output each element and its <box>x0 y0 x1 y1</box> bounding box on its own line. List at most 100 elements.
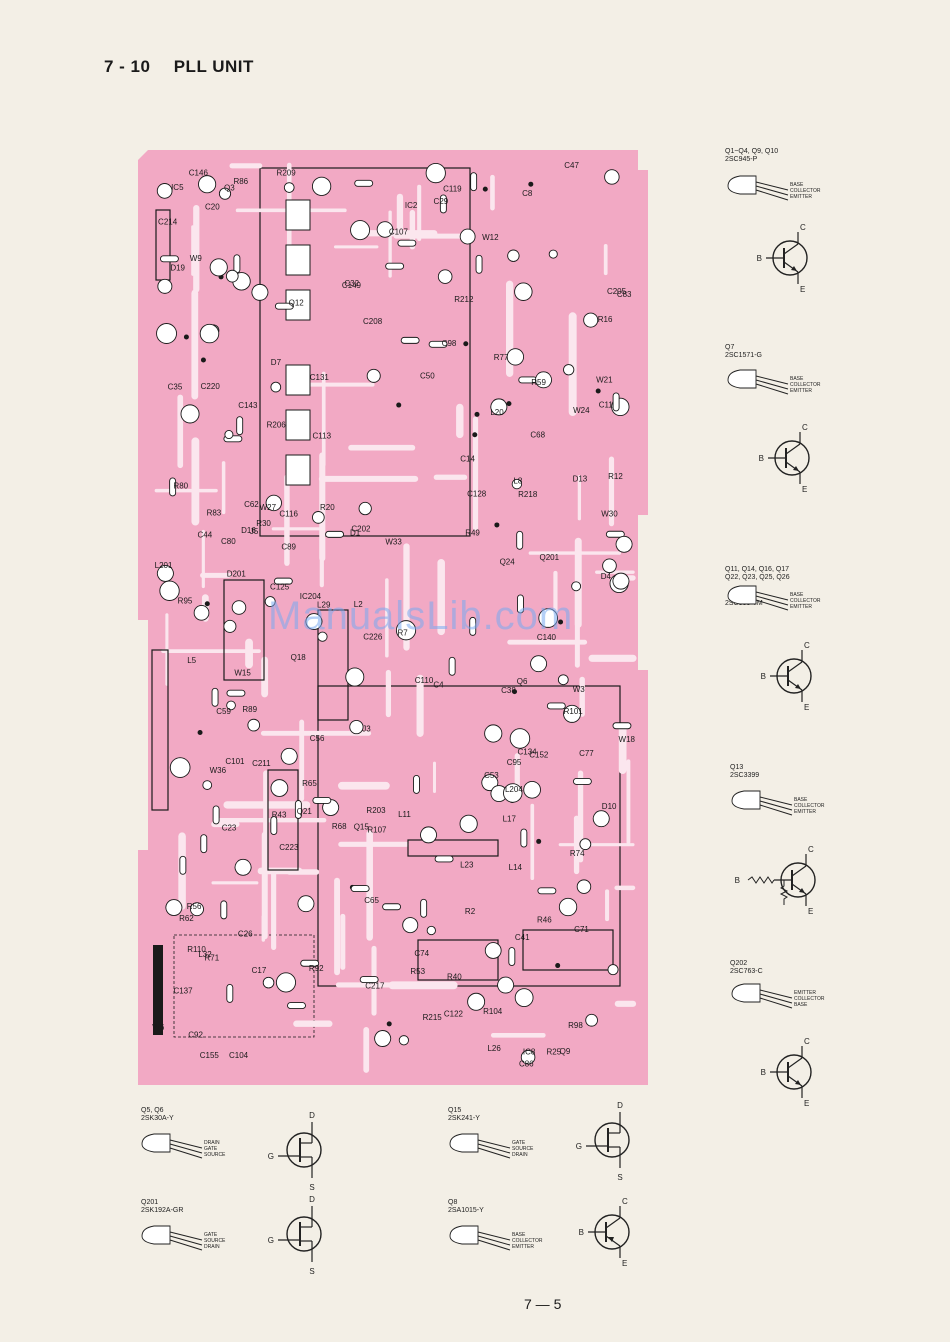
package-body <box>727 175 757 195</box>
component-label: C95 <box>507 758 522 767</box>
capacitor <box>459 814 478 833</box>
component-label: C220 <box>201 382 221 391</box>
component-label: W27 <box>260 503 277 512</box>
component-label: C26 <box>238 930 253 939</box>
package-lead <box>755 383 789 395</box>
solder-pad <box>463 341 469 347</box>
collector-line <box>791 865 807 877</box>
pin-label: DRAIN <box>204 1140 220 1146</box>
emitter-line <box>785 461 801 473</box>
resistor <box>612 722 632 730</box>
resistor <box>385 262 405 270</box>
component-label: Q201 <box>539 553 559 562</box>
component-label: R53 <box>410 967 425 976</box>
pin-label-b: B <box>761 672 766 681</box>
component-label: R2 <box>465 907 476 916</box>
package-lead <box>759 804 793 816</box>
resistor <box>508 947 516 967</box>
bias-resistor <box>779 880 789 905</box>
component-label: R101 <box>564 707 584 716</box>
arrow-icon <box>793 466 799 471</box>
resistor <box>475 254 483 274</box>
capacitor <box>484 724 503 743</box>
component-label: C74 <box>414 949 429 958</box>
capacitor <box>548 249 558 259</box>
capacitor <box>156 183 173 199</box>
pin-label-b: B <box>761 1068 766 1077</box>
component-label: Q3 <box>224 184 235 193</box>
solder-pad <box>555 963 561 969</box>
resistor <box>312 796 332 804</box>
capacitor <box>226 700 236 711</box>
resistor <box>233 254 241 274</box>
component-label: C41 <box>515 933 530 942</box>
pin-label: DRAIN <box>204 1244 220 1250</box>
component-label: R86 <box>233 177 248 186</box>
component-label: L201 <box>155 561 173 570</box>
component-label: C146 <box>189 168 209 177</box>
capacitor <box>209 258 228 277</box>
pin-label: BASE <box>790 376 804 382</box>
capacitor <box>199 323 220 344</box>
capacitor <box>157 278 173 294</box>
package-type: 2SC945-P <box>725 156 758 163</box>
pin-label-s: S <box>309 1183 314 1192</box>
capacitor <box>507 249 520 262</box>
resistor <box>359 976 379 984</box>
pin-label-c: C <box>622 1197 628 1206</box>
capacitor <box>159 580 180 601</box>
package-type: 2SK241-Y <box>448 1115 480 1122</box>
component-label: C113 <box>312 431 331 440</box>
transistor <box>490 785 508 803</box>
capacitor <box>264 596 276 608</box>
package-body <box>141 1225 171 1245</box>
component-label: R206 <box>267 421 287 430</box>
pin-label: EMITTER <box>790 388 812 394</box>
transistor <box>165 899 183 916</box>
component-label: C134 <box>517 747 537 756</box>
package-refs: Q11, Q14, Q16, Q17 Q22, Q23, Q25, Q26 <box>725 566 790 581</box>
solder-pad <box>386 1021 392 1027</box>
capacitor <box>484 942 502 959</box>
solder-pad <box>482 186 488 192</box>
package-body <box>727 369 757 389</box>
package-lead <box>477 1147 511 1159</box>
component-label: IC204 <box>300 592 322 601</box>
pin-label-c: C <box>800 223 806 232</box>
transistor <box>234 858 252 876</box>
resistor <box>612 392 620 412</box>
component-label: C80 <box>221 537 236 546</box>
component-label: C131 <box>310 373 330 382</box>
ic-package <box>223 579 265 681</box>
pin-label: COLLECTOR <box>790 382 821 388</box>
resistor <box>516 530 524 550</box>
section-title: PLL UNIT <box>173 57 254 76</box>
transistor <box>297 895 315 913</box>
package-body <box>449 1225 479 1245</box>
package-refs: Q15 <box>448 1107 462 1114</box>
component-label: C35 <box>168 382 183 391</box>
component-label: IC2 <box>405 201 418 210</box>
capacitor <box>349 719 364 735</box>
capacitor <box>459 228 476 245</box>
resistor <box>226 689 246 697</box>
package-refs: Q7 <box>725 344 735 351</box>
component-label: D10 <box>602 802 617 811</box>
component-label: C86 <box>519 1059 534 1068</box>
component-label: W9 <box>190 254 203 263</box>
component-label: D201 <box>227 570 247 579</box>
package-q1-q4: Q1~Q4, Q9, Q10 2SC945-P <box>725 148 778 164</box>
package-lead <box>755 189 789 201</box>
component-label: D19 <box>170 263 185 272</box>
component-label: R49 <box>465 528 480 537</box>
component-label: W12 <box>482 233 499 242</box>
page-number: 7 — 5 <box>524 1296 562 1312</box>
capacitor <box>395 620 417 641</box>
component-label: R212 <box>454 295 474 304</box>
capacitor <box>523 780 541 799</box>
component-label: L14 <box>509 863 523 872</box>
resistor <box>220 900 228 920</box>
capacitor <box>506 348 525 366</box>
arrow-icon <box>791 266 797 271</box>
